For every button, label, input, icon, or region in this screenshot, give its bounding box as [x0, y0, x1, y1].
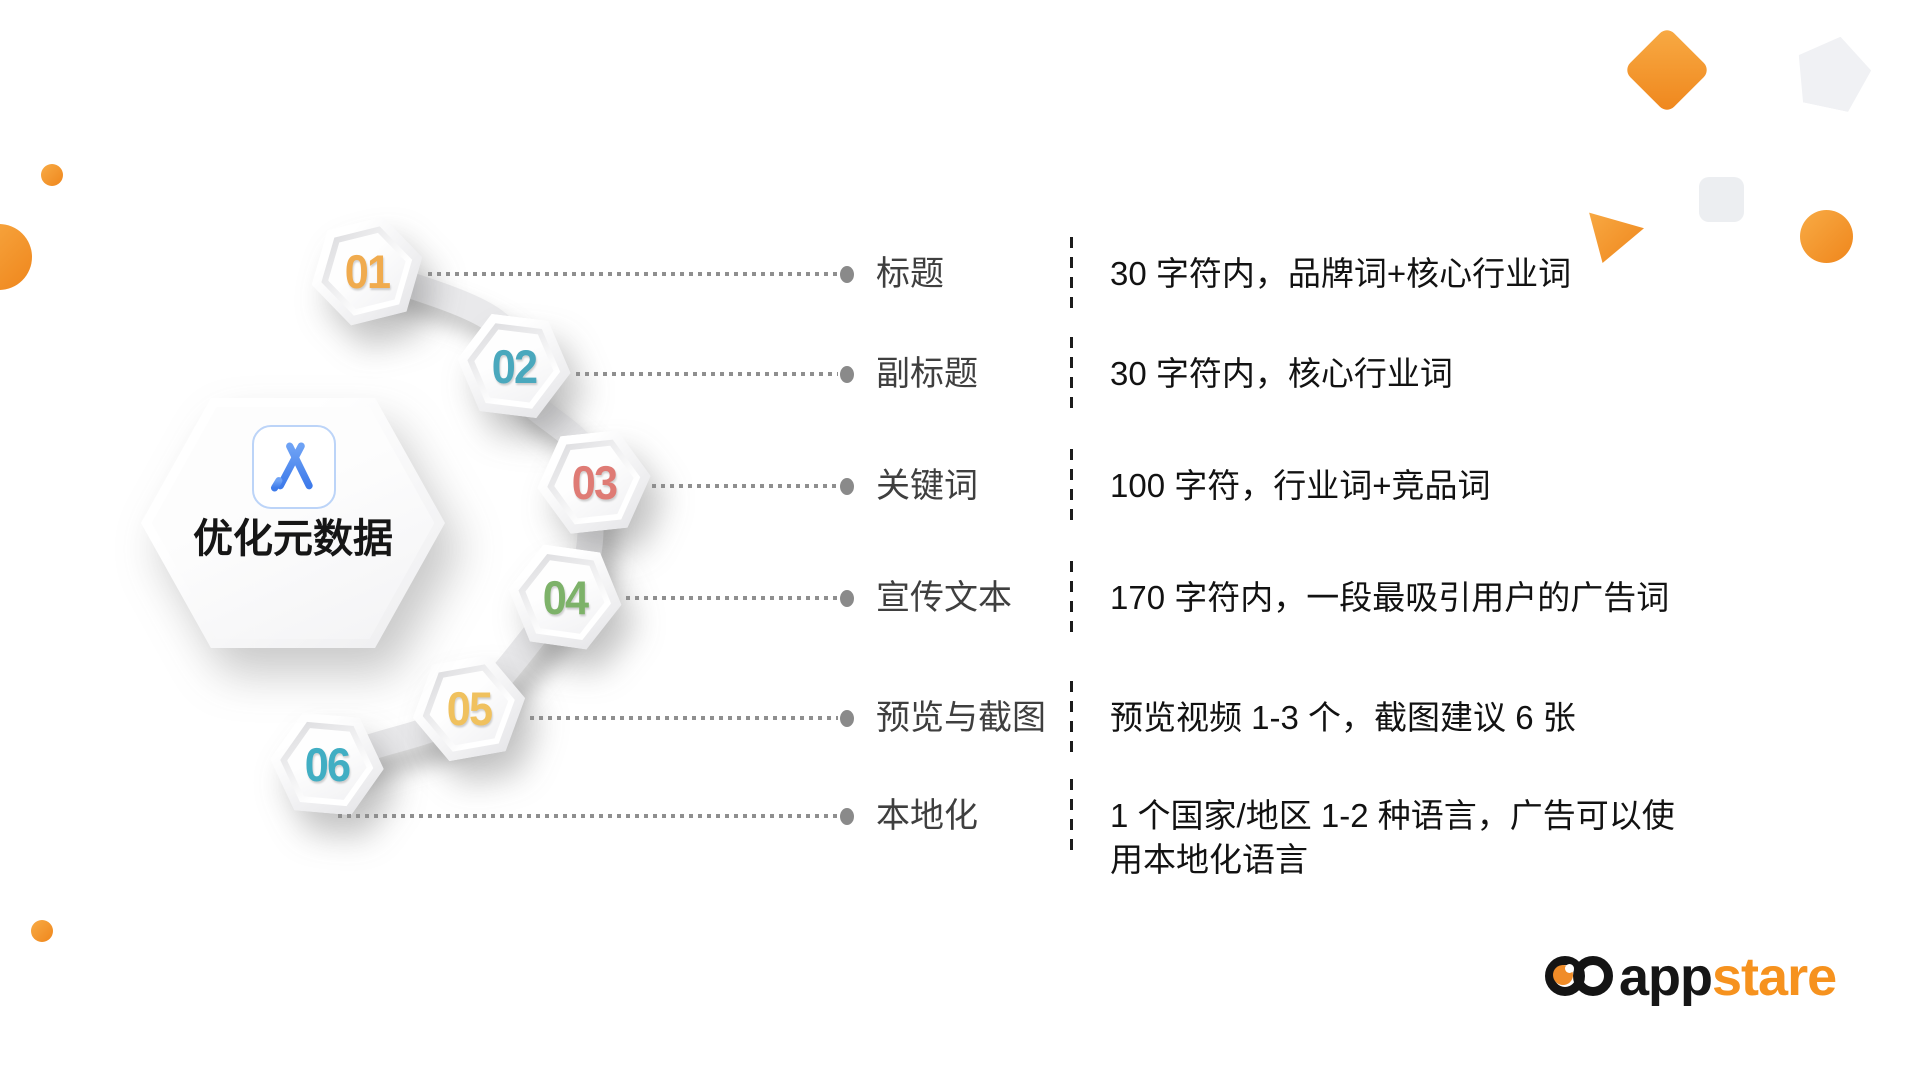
- step-number-05: 05: [446, 681, 493, 735]
- decor-circle-right: [1800, 210, 1853, 263]
- step-number-06: 06: [304, 737, 351, 791]
- app-store-icon: [252, 425, 336, 509]
- step-hexagon-04: 04: [508, 547, 622, 647]
- row-label-title: 标题: [876, 255, 944, 293]
- row-desc-title: 30 字符内，品牌词+核心行业词: [1110, 255, 1572, 292]
- dotted-connector: [652, 484, 838, 488]
- step-hexagon-02: 02: [457, 316, 571, 416]
- dashed-divider: [1070, 561, 1073, 635]
- bullet-dot: [840, 808, 854, 825]
- logo-text-stare: stare: [1712, 947, 1837, 1007]
- dashed-divider: [1070, 779, 1073, 853]
- step-number-01: 01: [344, 244, 391, 298]
- dotted-connector: [428, 272, 838, 276]
- dashed-divider: [1070, 337, 1073, 411]
- decor-circle-bottom-left: [31, 920, 53, 942]
- row-label-localization: 本地化: [876, 797, 978, 835]
- decor-circle-small-left: [41, 164, 63, 186]
- appstare-logo-mark-icon: [1545, 948, 1615, 1006]
- decor-rounded-square-icon: [1699, 177, 1744, 222]
- step-number-04: 04: [542, 570, 589, 624]
- main-hexagon: 优化元数据: [141, 398, 445, 648]
- appstare-logo: appstare: [1545, 947, 1837, 1007]
- row-desc-promo-text: 170 字符内，一段最吸引用户的广告词: [1110, 579, 1670, 616]
- step-hexagon-03: 03: [537, 432, 651, 532]
- row-label-promo-text: 宣传文本: [876, 579, 1012, 617]
- dashed-divider: [1070, 449, 1073, 523]
- bullet-dot: [840, 478, 854, 495]
- step-number-03: 03: [571, 455, 618, 509]
- step-number-02: 02: [491, 339, 538, 393]
- bullet-dot: [840, 266, 854, 283]
- appstare-logo-text: appstare: [1619, 947, 1837, 1007]
- step-hexagon-05: 05: [412, 658, 526, 758]
- dashed-divider: [1070, 237, 1073, 311]
- step-hexagon-06: 06: [270, 714, 384, 814]
- dashed-divider: [1070, 681, 1073, 755]
- main-hexagon-title: 优化元数据: [193, 517, 393, 561]
- row-desc-localization: 1 个国家/地区 1-2 种语言，广告可以使用本地化语言: [1110, 797, 1675, 878]
- dotted-connector: [626, 596, 838, 600]
- dotted-connector: [576, 372, 838, 376]
- row-label-subtitle: 副标题: [876, 355, 978, 393]
- row-label-previews: 预览与截图: [876, 699, 1046, 737]
- row-desc-previews: 预览视频 1-3 个，截图建议 6 张: [1110, 699, 1576, 736]
- bullet-dot: [840, 710, 854, 727]
- bullet-dot: [840, 366, 854, 383]
- row-desc-keywords: 100 字符，行业词+竞品词: [1110, 467, 1491, 504]
- dotted-connector: [530, 716, 838, 720]
- dotted-connector: [338, 814, 838, 818]
- step-hexagon-01: 01: [310, 221, 424, 321]
- row-label-keywords: 关键词: [876, 467, 978, 505]
- row-desc-subtitle: 30 字符内，核心行业词: [1110, 355, 1453, 392]
- bullet-dot: [840, 590, 854, 607]
- logo-text-app: app: [1619, 947, 1713, 1007]
